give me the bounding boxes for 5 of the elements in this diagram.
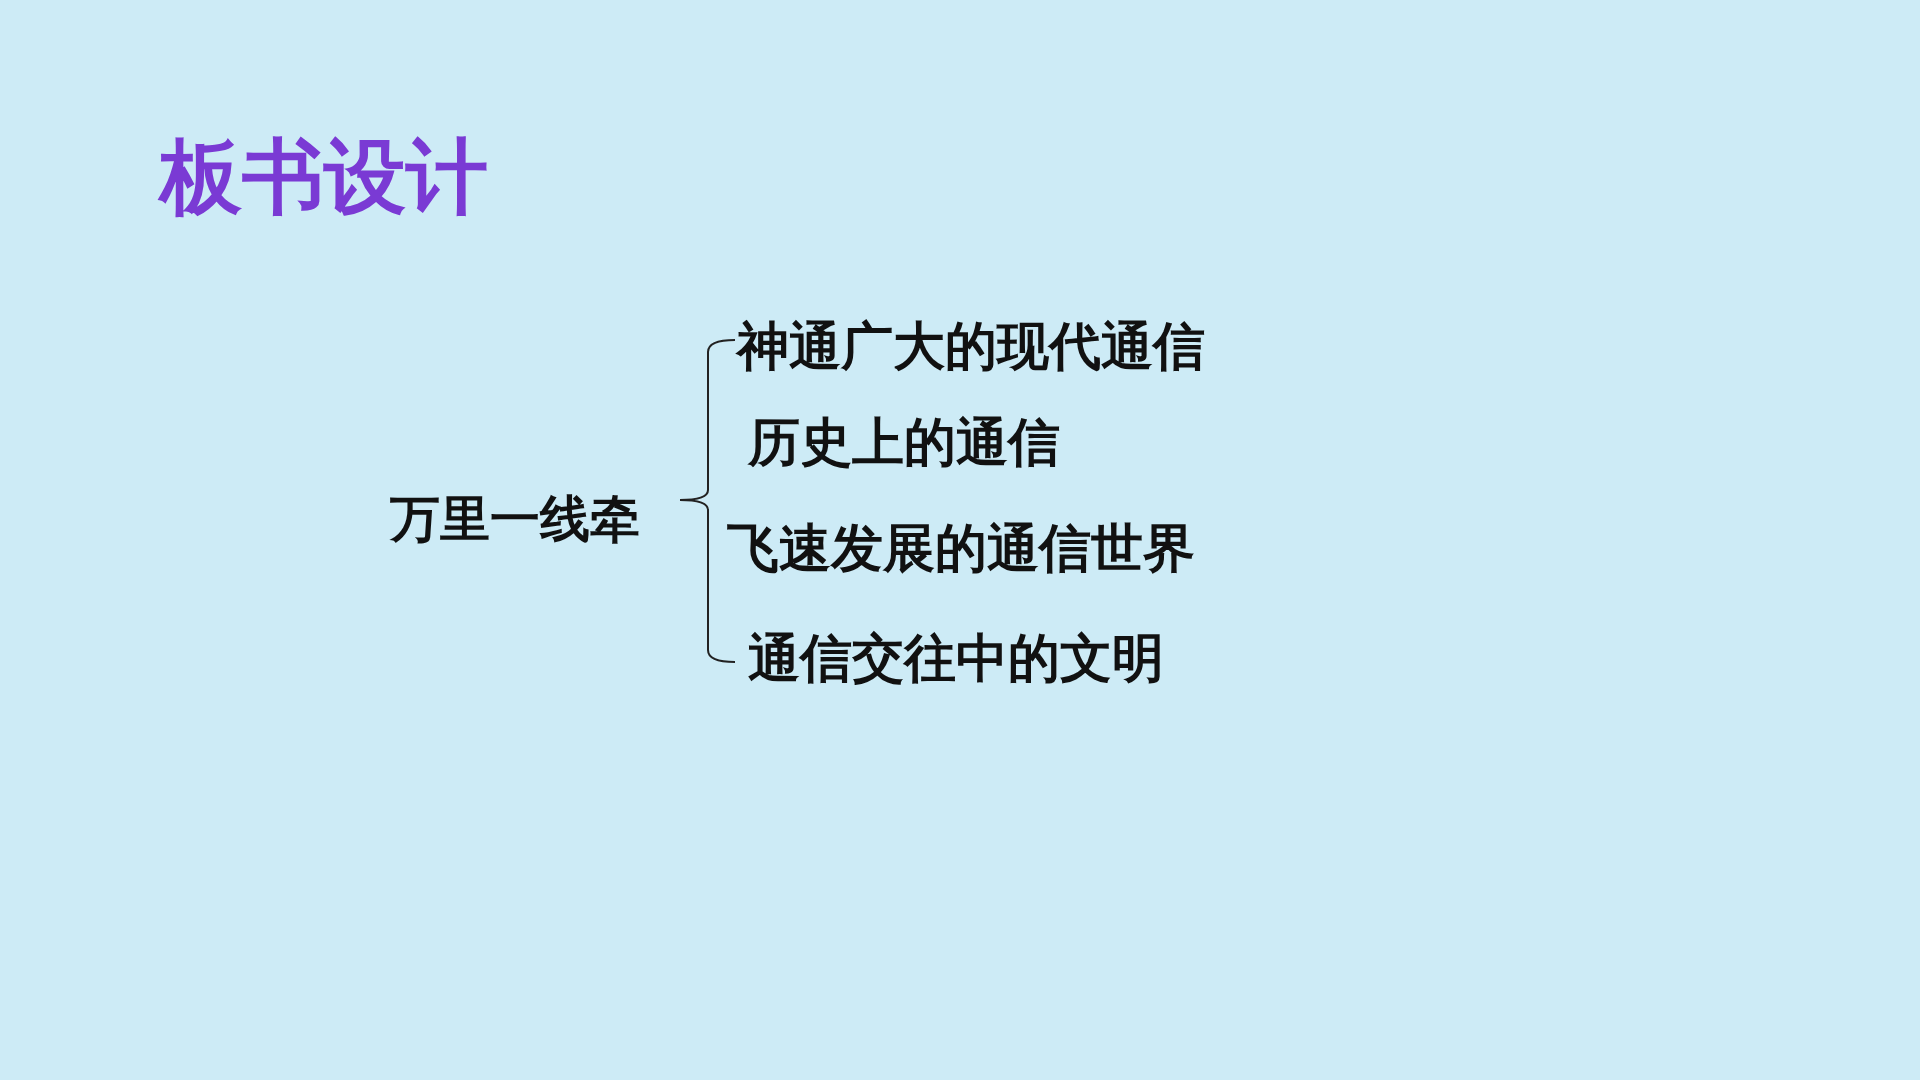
- branch-text: 通信交往中的文明: [748, 630, 1164, 688]
- branch-text: 神通广大的现代通信: [737, 318, 1205, 376]
- topic-text: 万里一线牵: [390, 492, 640, 547]
- branch-text: 历史上的通信: [748, 414, 1060, 472]
- branch-text: 飞速发展的通信世界: [727, 520, 1195, 578]
